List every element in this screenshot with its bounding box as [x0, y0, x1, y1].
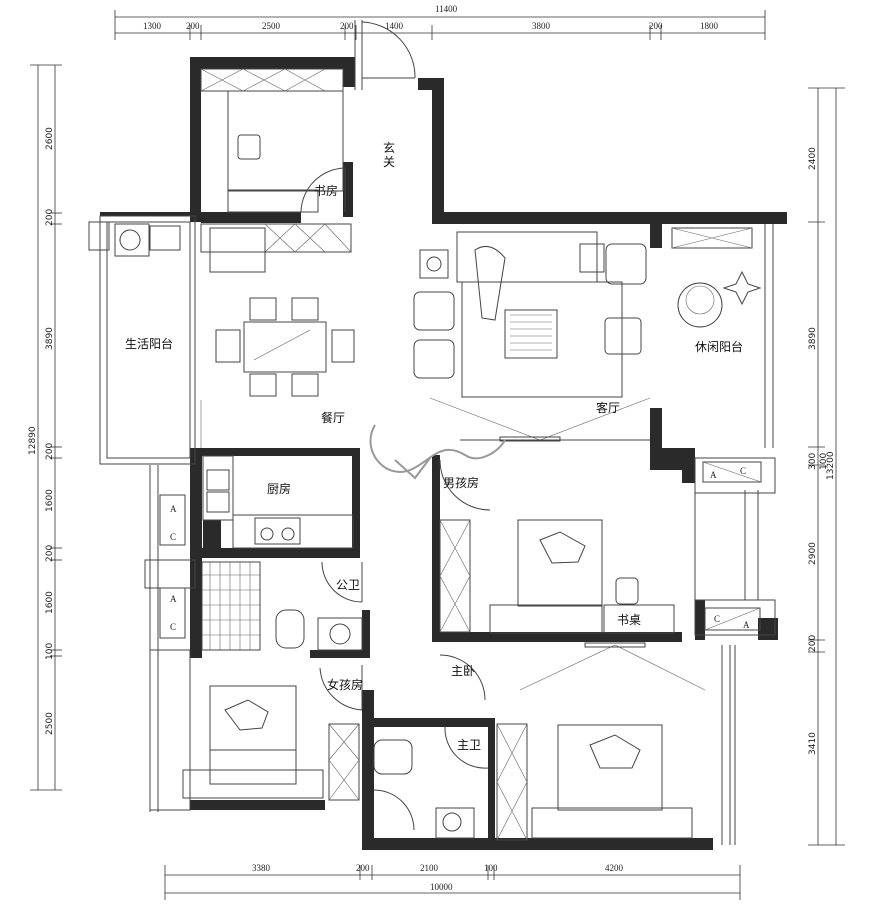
dim-label: 200	[45, 209, 55, 226]
study-chair	[237, 134, 261, 160]
dim-total-bottom: 10000	[430, 882, 453, 892]
living-balcony	[88, 221, 181, 257]
dim-label: 200	[340, 21, 354, 31]
kitchen	[202, 455, 354, 549]
dim-label: 1300	[143, 21, 162, 31]
bottom-dimensions: 3380 200 2100 100 4200 10000	[164, 863, 741, 900]
ac-label: A	[170, 594, 177, 604]
dim-label: 100	[45, 643, 55, 660]
dim-label: 2500	[262, 21, 281, 31]
dim-label: 2500	[45, 712, 55, 735]
room-label-master-bath: 主卫	[457, 738, 481, 752]
room-label-dining: 餐厅	[321, 410, 345, 425]
ac-label: A	[743, 620, 750, 630]
walls	[100, 57, 787, 850]
toilet	[275, 609, 305, 649]
boy-room	[439, 459, 675, 634]
ac-units: A C C A A C A C	[159, 461, 762, 639]
girl-room	[182, 665, 363, 801]
dining-chairs	[215, 297, 355, 397]
dim-label: 1400	[385, 21, 404, 31]
room-label-master: 主卧	[451, 664, 475, 678]
dim-label: 3890	[808, 327, 818, 350]
dim-label: 1800	[700, 21, 719, 31]
watermark-logo	[369, 424, 506, 480]
room-label-study: 书房	[314, 183, 338, 198]
stove	[254, 517, 301, 545]
dim-total-top: 11400	[435, 4, 458, 14]
rug	[461, 281, 623, 398]
dim-label: 200	[186, 21, 200, 31]
dim-label: 3800	[532, 21, 551, 31]
right-dimensions: 2400 3890 300 100 2900 200 3410 13200	[808, 87, 845, 846]
side-table	[419, 249, 449, 279]
dining-table	[243, 321, 327, 373]
plant	[722, 270, 762, 306]
dim-label: 2400	[808, 147, 818, 170]
room-label-living: 客厅	[596, 400, 620, 415]
dim-label: 200	[45, 443, 55, 460]
dim-label: 200	[649, 21, 663, 31]
dim-label: 200	[45, 545, 55, 562]
room-label-kitchen: 厨房	[267, 481, 291, 496]
master-bedroom	[439, 642, 706, 841]
sink	[149, 225, 181, 251]
ac-label: A	[710, 470, 717, 480]
study-furniture	[200, 68, 346, 213]
room-label-desk: 书桌	[617, 613, 641, 627]
master-bath	[373, 726, 489, 839]
entry-door	[361, 21, 416, 79]
outer-lines	[99, 20, 776, 845]
dim-label: 3890	[45, 327, 55, 350]
room-label-entry: 玄关	[383, 140, 395, 169]
dim-total-left: 12890	[28, 426, 38, 455]
room-label-living-balcony: 生活阳台	[125, 336, 173, 351]
fridge	[209, 227, 266, 273]
dim-label: 2600	[45, 127, 55, 150]
shower	[201, 561, 261, 651]
dim-label: 2100	[420, 863, 439, 873]
master-toilet	[373, 739, 413, 775]
dim-label: 3410	[808, 732, 818, 755]
dim-label: 1600	[45, 489, 55, 512]
dim-label: 200	[356, 863, 370, 873]
dim-label: 2900	[808, 542, 818, 565]
dim-label: 200	[808, 635, 818, 652]
ac-label: C	[170, 622, 176, 632]
dim-total-right: 13200	[826, 451, 836, 480]
leisure-balcony	[671, 227, 762, 328]
washer	[114, 223, 150, 257]
round-chair	[677, 282, 723, 328]
public-bath	[201, 561, 363, 651]
kitchen-sink-counter	[202, 455, 234, 521]
desk-chair	[615, 577, 639, 605]
dim-label: 100	[484, 863, 498, 873]
boy-bed	[517, 519, 603, 607]
top-dimensions: 11400 1300 200 2500 200 1400 3800 200 18…	[114, 4, 766, 40]
left-dimensions: 2600 200 3890 200 1600 200 1600 100 2500…	[28, 64, 62, 791]
girl-bed	[209, 685, 297, 785]
ac-label: C	[740, 466, 746, 476]
desk	[603, 604, 675, 634]
ac-label: C	[170, 532, 176, 542]
ac-label: C	[714, 614, 720, 624]
coffee-table	[504, 309, 558, 359]
basin	[317, 617, 363, 651]
room-label-boy-room: 男孩房	[443, 475, 479, 490]
dim-label: 3380	[252, 863, 271, 873]
dining-area	[200, 223, 355, 448]
dim-label: 300	[808, 453, 818, 470]
room-label-public-bath: 公卫	[336, 578, 360, 592]
room-labels: 玄关 书房 生活阳台 餐厅 客厅 休闲阳台 厨房 男孩房 公卫 书桌 女孩房 主…	[125, 140, 743, 752]
dim-label: 1600	[45, 591, 55, 614]
dim-label: 100	[819, 453, 829, 470]
room-label-girl-room: 女孩房	[327, 677, 363, 692]
ac-label: A	[170, 504, 177, 514]
armchair	[604, 317, 642, 355]
room-label-leisure-balcony: 休闲阳台	[695, 339, 743, 354]
living-area	[413, 231, 651, 442]
master-bed	[557, 724, 663, 811]
dim-label: 4200	[605, 863, 624, 873]
